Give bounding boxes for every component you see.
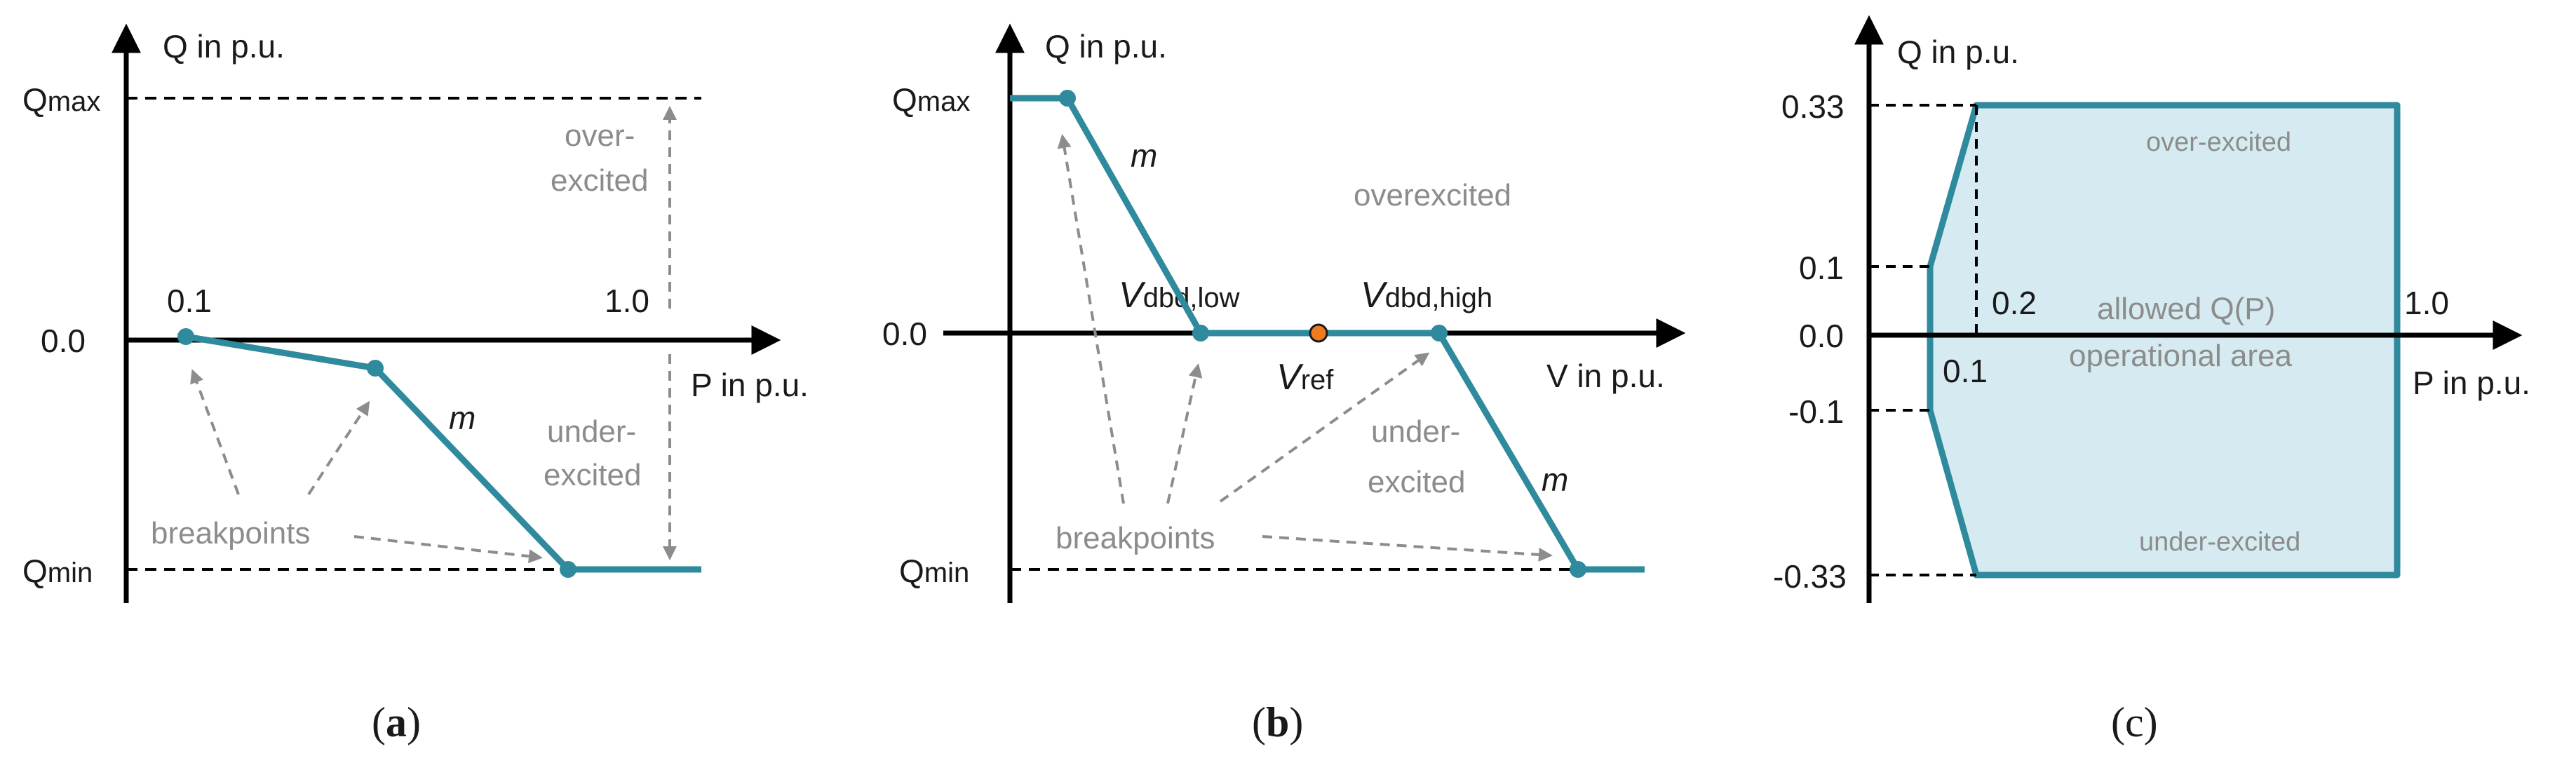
panel-b-x-axis-label: V in p.u. <box>1546 358 1665 394</box>
panel-c-x-axis-label: P in p.u. <box>2413 365 2530 401</box>
panel-b-under-label-1: under- <box>1371 414 1460 449</box>
panel-c-x-02: 0.2 <box>1992 285 2037 321</box>
panel-a-under-label-1: under- <box>547 414 636 449</box>
panel-a-under-label-2: excited <box>544 458 641 492</box>
panel-a-bp-arrow-3 <box>353 535 543 564</box>
panel-b-caption: (b) <box>1252 699 1303 745</box>
panel-a-over-label-1: over- <box>565 119 635 153</box>
panel-c: Q in p.u. P in p.u. 0.33 0.1 0.0 -0.1 -0… <box>1773 15 2530 745</box>
panel-c-y-m01: -0.1 <box>1788 393 1844 430</box>
panel-b-vref-label: Vref <box>1276 357 1334 398</box>
panel-a-slope-label: m <box>449 400 476 436</box>
panel-a-p01-label: 0.1 <box>167 283 212 319</box>
panel-a-bp-arrow-2 <box>307 400 370 496</box>
panel-c-x-01: 0.1 <box>1943 353 1988 389</box>
panel-a-p10-label: 1.0 <box>605 283 649 319</box>
panel-a-breakpoints-label: breakpoints <box>151 516 310 550</box>
panel-c-area-label-2: operational area <box>2069 339 2293 373</box>
panel-c-y-01: 0.1 <box>1799 250 1844 286</box>
panel-b-breakpoint-2 <box>1192 325 1209 342</box>
panel-c-y-m033: -0.33 <box>1773 558 1847 595</box>
panel-a-qmax-label: Qmax <box>22 81 100 118</box>
panel-a-zero-label: 0.0 <box>41 323 86 359</box>
panel-b-qmin-label: Qmin <box>899 553 969 589</box>
panel-a: Q in p.u. P in p.u. Qmax 0.0 Qmin 0.1 1.… <box>22 23 809 745</box>
panel-c-area-label-1: allowed Q(P) <box>2097 292 2275 326</box>
panel-b-breakpoint-3 <box>1431 325 1448 342</box>
panel-b-vhigh-label: Vdbd,high <box>1361 275 1492 316</box>
panel-b-slope-label-2: m <box>1542 461 1568 498</box>
panel-c-caption: (c) <box>2111 699 2158 745</box>
panel-c-y-033: 0.33 <box>1781 88 1845 125</box>
panel-c-under-label: under-excited <box>2139 527 2300 557</box>
panel-a-y-axis-label: Q in p.u. <box>163 28 285 65</box>
panel-b-slope-label-1: m <box>1131 137 1157 174</box>
panel-a-breakpoint-1 <box>177 328 194 345</box>
panel-a-x-axis-label: P in p.u. <box>691 367 809 403</box>
panel-a-caption: (a) <box>372 699 421 745</box>
panel-b-zero-label: 0.0 <box>882 316 927 352</box>
panel-a-curve <box>185 333 701 573</box>
panel-b-bp-arrow-2 <box>1166 363 1203 504</box>
panel-a-bp-arrow-1 <box>190 369 240 495</box>
panel-c-y-00: 0.0 <box>1799 318 1844 354</box>
panel-b-vref-dot <box>1309 323 1328 343</box>
panel-a-qmin-label: Qmin <box>22 553 93 589</box>
panel-b-bp-arrow-4 <box>1262 535 1553 562</box>
panel-b-vlow-label: Vdbd,low <box>1119 275 1240 316</box>
panel-b-under-label-2: excited <box>1368 465 1465 499</box>
panel-b-bp-arrow-3 <box>1219 352 1430 503</box>
panel-c-y-axis-label: Q in p.u. <box>1897 34 2019 70</box>
panel-a-breakpoint-3 <box>560 561 576 578</box>
panel-b-y-axis-label: Q in p.u. <box>1045 28 1167 65</box>
panel-b-over-label: overexcited <box>1354 178 1511 212</box>
panel-b-breakpoint-1 <box>1059 90 1076 107</box>
panel-b-bp-arrow-1 <box>1057 134 1125 504</box>
panel-a-over-label-2: excited <box>551 163 648 198</box>
panel-b-qmax-label: Qmax <box>892 81 970 118</box>
panel-a-breakpoint-2 <box>367 360 384 377</box>
panel-b-breakpoint-4 <box>1570 561 1586 578</box>
panel-b: Q in p.u. V in p.u. Qmax 0.0 Qmin Vdbd,l… <box>882 23 1686 745</box>
panel-c-over-label: over-excited <box>2146 128 2291 157</box>
panel-c-x-10: 1.0 <box>2404 285 2449 321</box>
panel-b-breakpoints-label: breakpoints <box>1056 521 1215 555</box>
